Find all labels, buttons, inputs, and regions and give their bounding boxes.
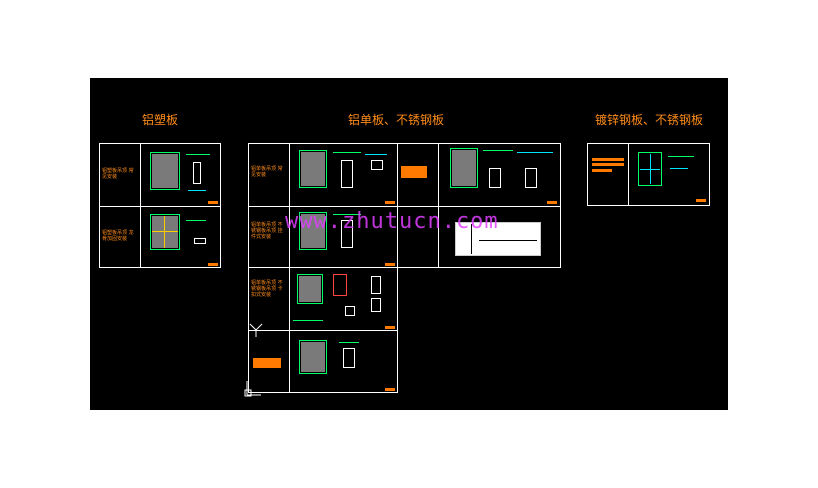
detail-line	[293, 320, 323, 321]
sheet-divider	[249, 206, 560, 207]
detail-section	[341, 160, 353, 188]
header-galvanized-stainless: 镀锌钢板、不锈钢板	[595, 113, 704, 127]
detail-line	[333, 214, 361, 215]
sheet-divider	[100, 206, 220, 207]
title-block	[385, 388, 395, 391]
sheet-group-alu-single[interactable]: 铝单板吊顶 常见安装 铝单板吊顶 不锈钢板吊顶 挂件式安装	[248, 143, 561, 268]
sheet-divider	[289, 268, 290, 392]
title-block	[696, 199, 706, 202]
title-block	[208, 201, 218, 204]
detail-section	[371, 276, 381, 294]
title-block-large	[592, 169, 612, 172]
sheet-group-alu-plastic[interactable]: 铝塑板吊顶 常见安装 铝塑板吊顶 龙骨加固安装	[99, 143, 221, 268]
detail-line	[670, 168, 688, 169]
caption-b1: 铝单板吊顶 常见安装	[251, 166, 283, 178]
title-block	[385, 263, 395, 266]
panel-frame	[150, 152, 180, 190]
title-block-large	[592, 158, 624, 161]
panel-drawing	[301, 214, 325, 248]
panel-drawing	[452, 150, 476, 186]
sheet-group-galvanized[interactable]	[587, 143, 710, 206]
detail-line	[333, 152, 361, 153]
panel-frame	[297, 274, 323, 304]
title-block-large	[401, 166, 427, 178]
header-alu-single-stainless: 铝单板、不锈钢板	[348, 113, 445, 127]
sheet-divider	[438, 144, 439, 267]
ucs-axis-icon	[244, 378, 264, 400]
detail-section	[371, 160, 383, 170]
panel-frame	[299, 212, 327, 250]
title-block	[385, 201, 395, 204]
sheet-divider	[628, 144, 629, 205]
panel-frame	[450, 148, 478, 188]
detail-line	[186, 220, 206, 221]
title-block-large	[253, 358, 281, 368]
caption-a2: 铝塑板吊顶 龙骨加固安装	[102, 230, 134, 242]
caption-b2: 铝单板吊顶 不锈钢板吊顶 挂件式安装	[251, 222, 283, 240]
panel-drawing	[152, 216, 178, 248]
panel-cross	[640, 169, 660, 170]
title-block	[385, 326, 395, 329]
detail-line	[186, 154, 210, 155]
panel-drawing	[299, 276, 321, 302]
detail-section	[371, 298, 381, 312]
detail-line	[339, 342, 359, 343]
detail-table-line	[471, 224, 472, 254]
header-alu-plastic: 铝塑板	[142, 113, 179, 127]
ucs-marker-icon	[248, 322, 264, 340]
cad-drawing-canvas[interactable]: 铝塑板 铝单板、不锈钢板 镀锌钢板、不锈钢板 铝塑板吊顶 常见安装 铝塑板吊顶 …	[90, 78, 728, 410]
detail-table-line	[479, 240, 537, 241]
title-block-large	[592, 163, 624, 166]
title-block	[547, 201, 557, 204]
panel-cross	[164, 216, 165, 248]
detail-section	[194, 238, 206, 244]
detail-section	[525, 168, 537, 188]
panel-frame	[150, 214, 180, 250]
detail-table	[455, 222, 541, 256]
detail-section	[341, 220, 353, 248]
panel-frame	[299, 340, 327, 374]
sheet-divider	[289, 144, 290, 267]
detail-line	[365, 154, 387, 155]
caption-a1: 铝塑板吊顶 常见安装	[102, 168, 134, 180]
ucs-marker-icon-svg	[249, 323, 263, 337]
detail-line	[668, 156, 694, 157]
panel-drawing	[301, 152, 325, 186]
detail-line	[483, 150, 513, 151]
detail-line	[188, 190, 206, 191]
detail-section	[343, 348, 355, 368]
detail-section	[489, 168, 501, 188]
detail-section	[345, 306, 355, 316]
ucs-axis-icon-svg	[244, 381, 261, 397]
watermark-text: www.zhutucn.com	[285, 209, 499, 234]
sheet-divider	[397, 144, 398, 267]
sheet-group-alu-lower[interactable]: 铝单板吊顶 不锈钢板吊顶 卡扣式安装	[248, 267, 398, 393]
panel-cross	[152, 231, 178, 232]
panel-frame	[299, 150, 327, 188]
detail-line	[517, 152, 553, 153]
panel-drawing	[301, 342, 325, 372]
caption-b3: 铝单板吊顶 不锈钢板吊顶 卡扣式安装	[251, 280, 283, 298]
panel-drawing	[152, 154, 178, 188]
title-block	[208, 263, 218, 266]
sheet-divider	[140, 144, 141, 267]
panel-frame	[638, 152, 662, 186]
detail-section	[193, 162, 201, 184]
sheet-divider	[249, 330, 397, 331]
detail-section	[333, 274, 347, 296]
